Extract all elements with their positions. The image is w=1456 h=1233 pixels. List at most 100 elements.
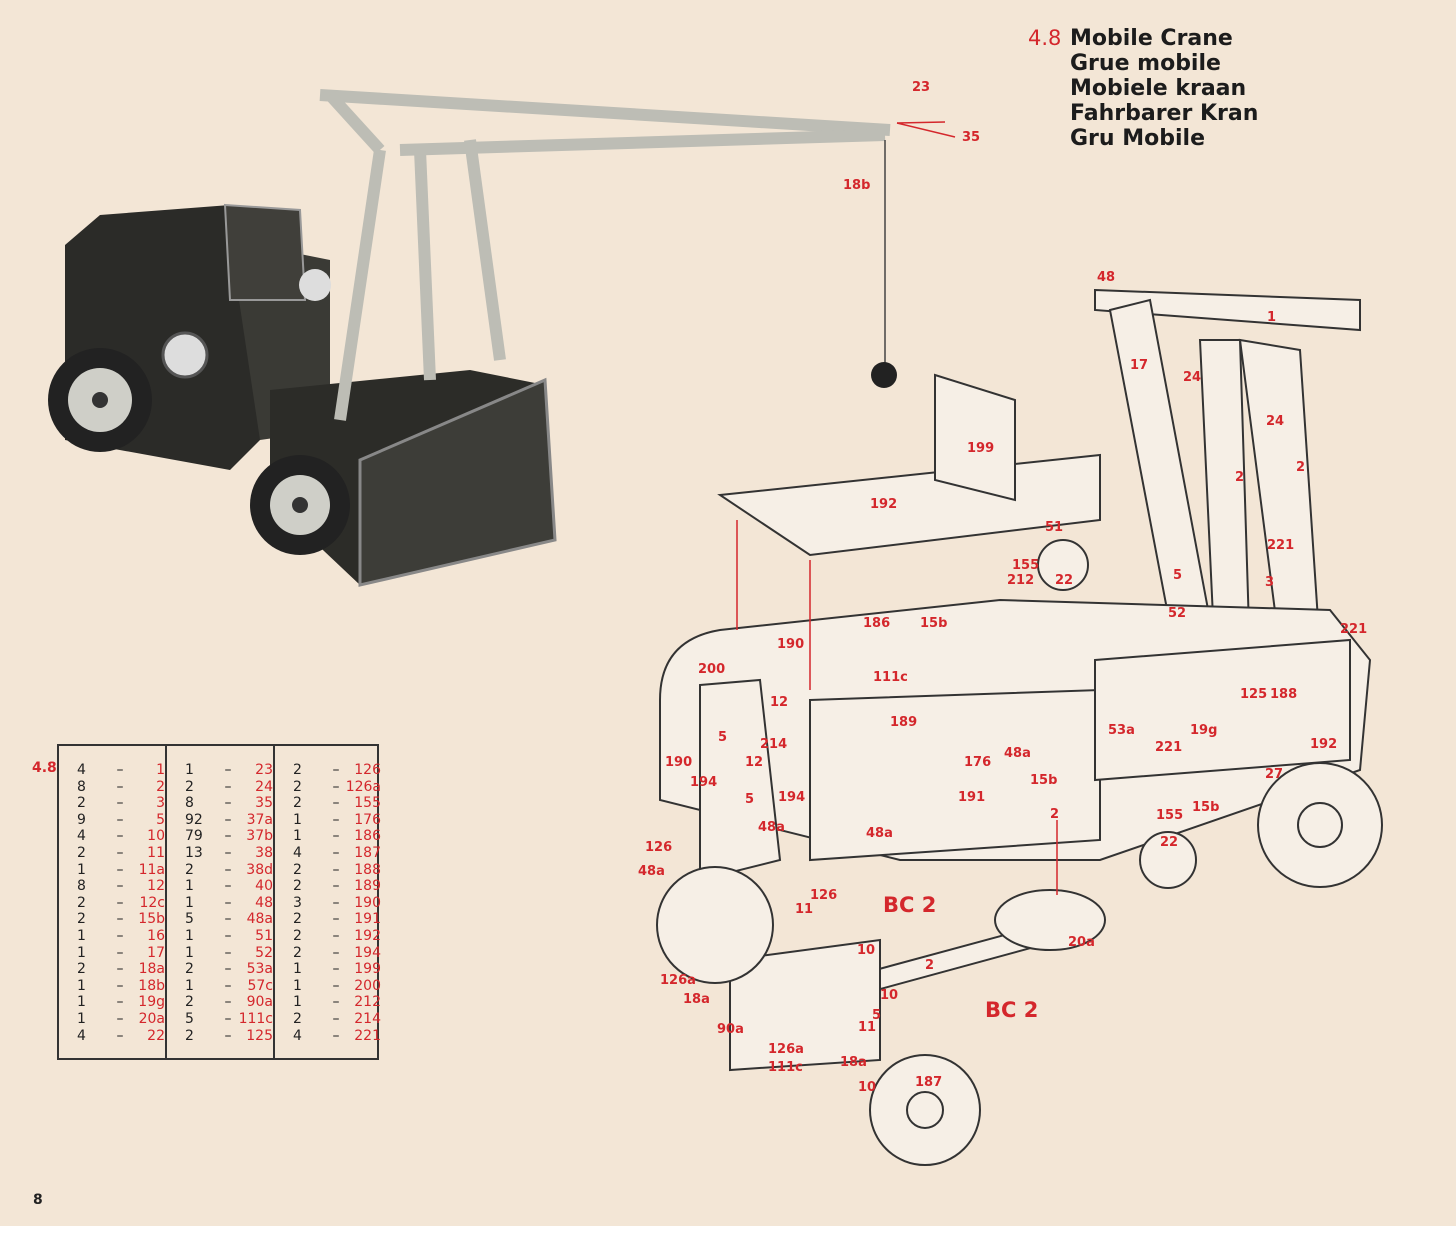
quantity: 2 — [293, 944, 302, 961]
part-label: 15b — [920, 616, 948, 631]
quantity: 92 — [185, 811, 203, 828]
part-label: 194 — [690, 775, 718, 790]
parts-row: 1–176 — [275, 812, 381, 829]
part-label: 15b — [1192, 800, 1220, 815]
part-label: 22 — [1055, 573, 1074, 588]
page-edge — [0, 1226, 1456, 1233]
part-label: 126a — [768, 1042, 804, 1057]
part-number: 1 — [156, 762, 165, 778]
part-number: 199 — [354, 961, 381, 978]
dash: – — [224, 844, 232, 861]
part-number: 48 — [255, 894, 273, 911]
title-dutch: Mobiele kraan — [1070, 76, 1247, 101]
part-label: 212 — [1007, 573, 1035, 588]
dash: – — [116, 977, 124, 994]
parts-row: 1–212 — [275, 994, 381, 1011]
part-label: BC 2 — [883, 893, 937, 917]
part-label: 18a — [840, 1055, 867, 1070]
part-label: 24 — [1183, 370, 1202, 385]
part-label: 111c — [768, 1060, 803, 1075]
dash: – — [332, 961, 340, 978]
part-label: 53a — [1108, 723, 1135, 738]
quantity: 5 — [185, 911, 194, 928]
part-label: 19g — [1190, 723, 1218, 738]
quantity: 8 — [185, 795, 194, 812]
dash: – — [116, 844, 124, 861]
part-label: 2 — [1050, 807, 1060, 822]
parts-row: 2–194 — [275, 945, 381, 962]
parts-row: 2 – 11 — [59, 845, 165, 862]
parts-row: 8–35 — [167, 795, 273, 812]
part-label: 23 — [912, 80, 931, 95]
dash: – — [224, 778, 232, 795]
quantity: 1 — [185, 927, 194, 944]
quantity: 2 — [293, 878, 302, 895]
parts-row: 2–24 — [167, 779, 273, 796]
quantity: 1 — [185, 944, 194, 961]
quantity: 4 — [293, 1027, 302, 1044]
parts-row: 1–20a — [59, 1011, 165, 1028]
part-label: 2 — [1296, 460, 1306, 475]
dash: – — [332, 828, 340, 845]
part-label: 5 — [745, 792, 755, 807]
parts-row: 4–10 — [59, 828, 165, 845]
part-label: 90a — [717, 1022, 744, 1037]
quantity: 2 — [77, 844, 86, 861]
parts-row: 2–38d — [167, 862, 273, 879]
part-number: 111c — [238, 1010, 273, 1027]
part-number: 188 — [354, 861, 381, 878]
dash: – — [224, 828, 232, 845]
part-label: 2 — [1235, 470, 1245, 485]
parts-row: 4–22 — [59, 1028, 165, 1045]
part-label: 5 — [1173, 568, 1183, 583]
parts-row: 1–186 — [275, 828, 381, 845]
parts-row: 4 –221 — [275, 1028, 381, 1045]
quantity: 2 — [77, 795, 86, 812]
quantity: 3 — [293, 894, 302, 911]
part-number: 200 — [354, 977, 381, 994]
part-label: 214 — [760, 737, 788, 752]
parts-row: 2–90a — [167, 994, 273, 1011]
part-label: 48a — [758, 820, 785, 835]
part-number: 187 — [354, 844, 381, 861]
part-label: 194 — [778, 790, 806, 805]
part-number: 35 — [255, 795, 273, 812]
dash: – — [116, 994, 124, 1011]
parts-row: 8–2 — [59, 779, 165, 796]
part-number: 11 — [147, 844, 165, 861]
dash: – — [224, 878, 232, 895]
parts-row: 2–125 — [167, 1028, 273, 1045]
quantity: 1 — [185, 977, 194, 994]
part-label: 199 — [967, 441, 995, 456]
dash: – — [224, 944, 232, 961]
part-number: 12 — [147, 878, 165, 895]
quantity: 1 — [77, 927, 86, 944]
dash: – — [332, 911, 340, 928]
part-label: 190 — [665, 755, 693, 770]
part-number: 221 — [354, 1027, 381, 1044]
part-label: 24 — [1266, 414, 1285, 429]
dash: – — [332, 944, 340, 961]
quantity: 79 — [185, 828, 203, 845]
part-label: 176 — [964, 755, 992, 770]
quantity: 9 — [77, 811, 86, 828]
part-number: 214 — [354, 1010, 381, 1027]
parts-row: 2–126a — [275, 779, 381, 796]
part-label: 20a — [1068, 935, 1095, 950]
parts-row: 1–19g — [59, 994, 165, 1011]
parts-row: 2–53a — [167, 961, 273, 978]
parts-row: 79–37b — [167, 828, 273, 845]
dash: – — [116, 911, 124, 928]
part-number: 189 — [354, 878, 381, 895]
part-number: 12c — [139, 894, 165, 911]
quantity: 2 — [293, 911, 302, 928]
dash: – — [224, 762, 232, 778]
quantity: 1 — [77, 994, 86, 1011]
part-number: 16 — [147, 927, 165, 944]
parts-row: 2–214 — [275, 1011, 381, 1028]
quantity: 2 — [293, 762, 302, 778]
part-label: 10 — [857, 943, 876, 958]
dash: – — [332, 1027, 340, 1044]
part-number: 37a — [246, 811, 273, 828]
